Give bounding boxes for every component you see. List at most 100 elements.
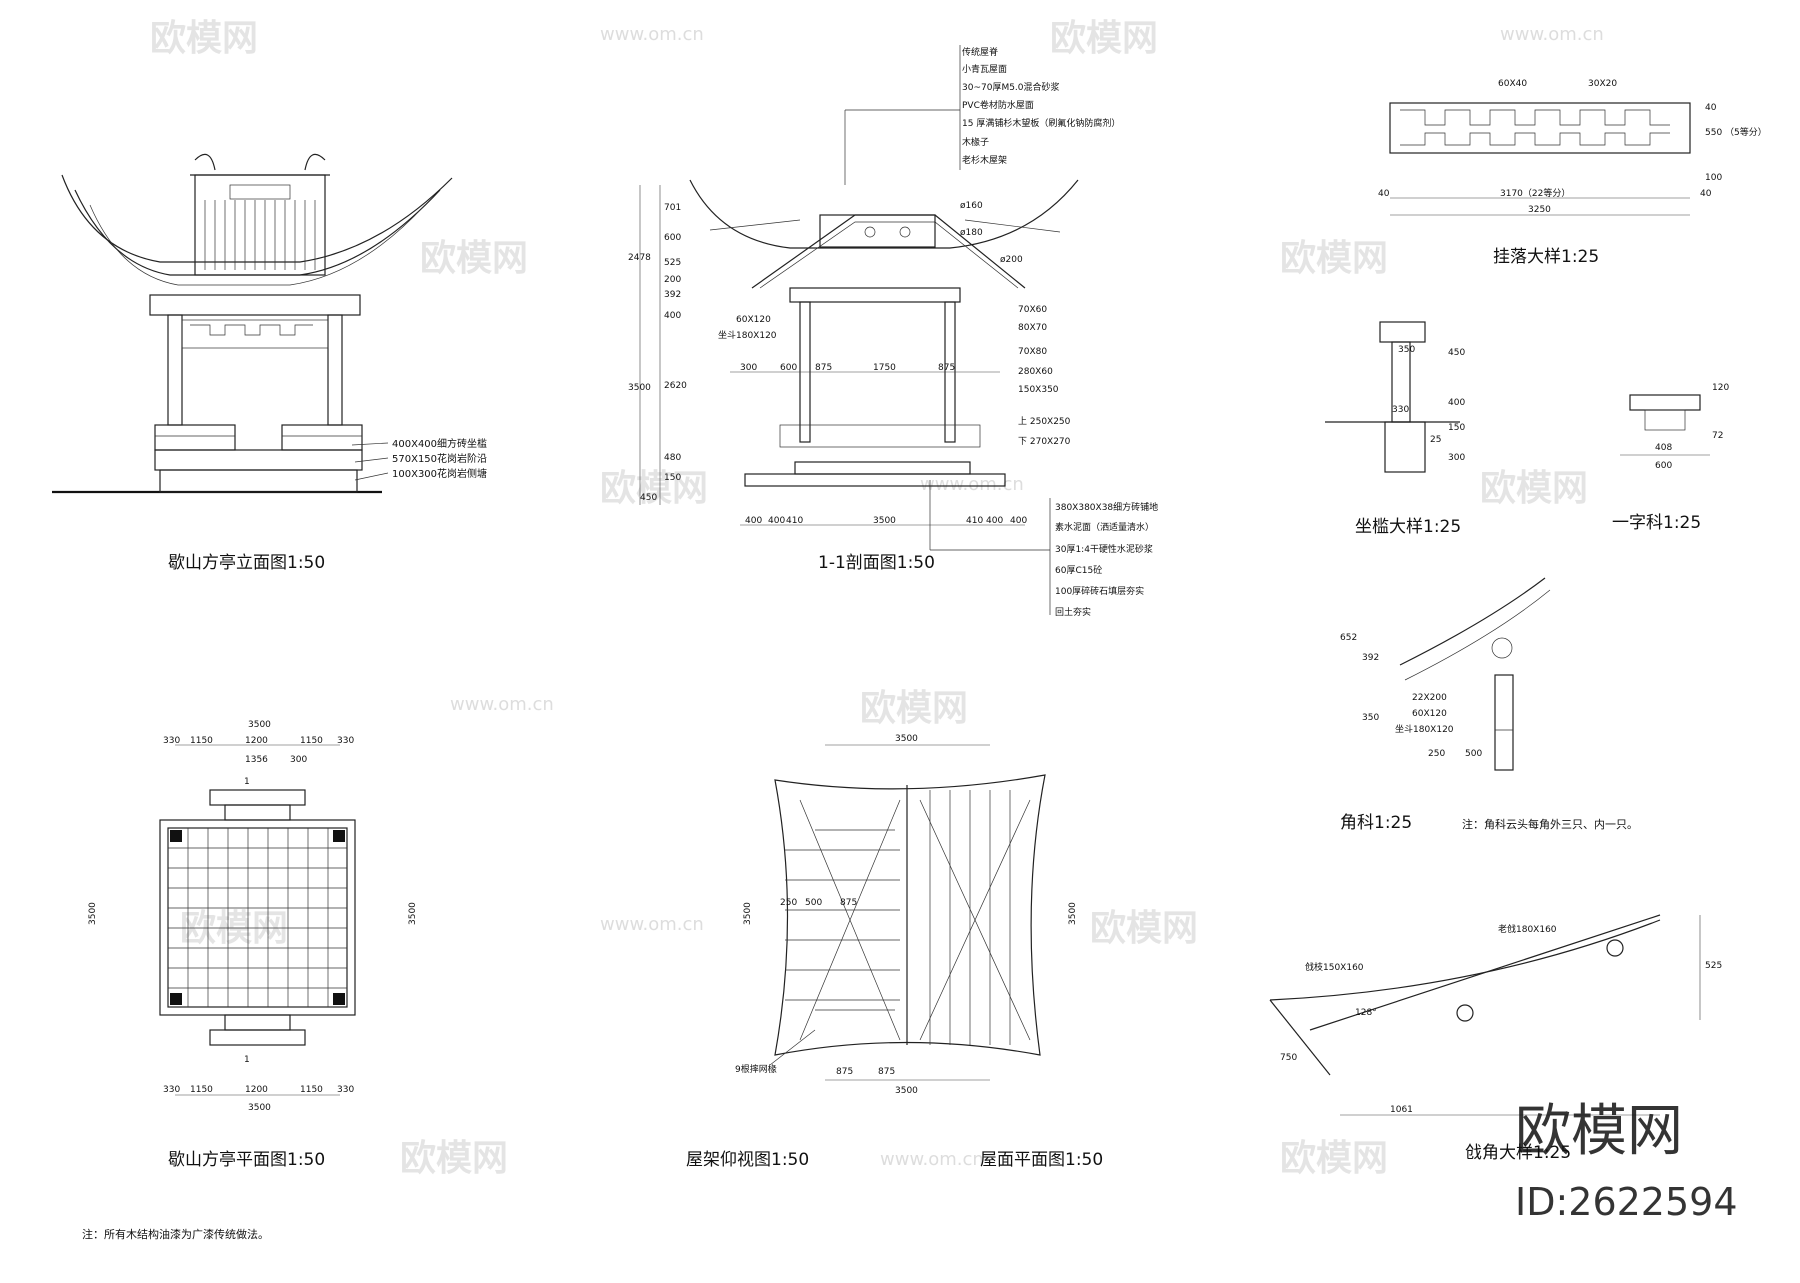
id-label: ID:2622594 bbox=[1515, 1180, 1738, 1224]
seat-dim: 300 bbox=[1448, 453, 1465, 463]
elevation-note: 570X150花岗岩阶沿 bbox=[392, 452, 487, 465]
frame-dim-total: 3500 bbox=[743, 902, 753, 925]
watermark-site: www.om.cn bbox=[880, 1149, 984, 1170]
title-roof-plan: 屋面平面图1:50 bbox=[980, 1150, 1103, 1170]
member-label: 上 250X250 bbox=[1018, 416, 1071, 427]
seat-dim: 150 bbox=[1448, 423, 1465, 433]
seat-dim: 450 bbox=[1448, 348, 1465, 358]
hanging-parts: （5等分） bbox=[1725, 126, 1767, 138]
hanging-dim: 100 bbox=[1705, 173, 1722, 183]
floor-layer-note: 30厚1:4干硬性水泥砂浆 bbox=[1055, 543, 1153, 555]
plan-dim: 300 bbox=[290, 755, 307, 765]
floor-layer-note: 60厚C15砼 bbox=[1055, 564, 1102, 576]
section-dim: 875 bbox=[815, 363, 832, 373]
plan-dim: 1150 bbox=[300, 736, 323, 746]
corner-dim: 350 bbox=[1362, 713, 1379, 723]
title-plan: 歇山方亭平面图1:50 bbox=[168, 1150, 325, 1170]
watermark-site: www.om.cn bbox=[600, 24, 704, 45]
frame-dim: 250 bbox=[780, 898, 797, 908]
watermark-brand: 欧模网 bbox=[400, 1138, 508, 1179]
footnote: 注：所有木结构油漆为广漆传统做法。 bbox=[82, 1227, 269, 1241]
section-dim: 400 bbox=[745, 516, 762, 526]
roof-layer-note: 传统屋脊 bbox=[962, 46, 998, 58]
section-dim: 1750 bbox=[873, 363, 896, 373]
section-dim: 300 bbox=[740, 363, 757, 373]
elevation-note: 400X400细方砖坐槛 bbox=[392, 437, 487, 450]
frame-dim-total: 3500 bbox=[895, 1086, 918, 1096]
plan-dim-total: 3500 bbox=[248, 720, 271, 730]
hanging-dim: 40 bbox=[1700, 189, 1712, 199]
section-dim: 400 bbox=[664, 311, 681, 321]
elevation-drawing: 400X400细方砖坐槛 570X150花岗岩阶沿 100X300花岗岩侧塘 bbox=[52, 153, 487, 494]
member-label: ø180 bbox=[960, 228, 983, 238]
watermark-layer: 欧模网 www.om.cn 欧模网 www.om.cn 欧模网 欧模网 www.… bbox=[150, 18, 1604, 1179]
corner-note: 注：角科云头每角外三只、内一只。 bbox=[1462, 817, 1638, 831]
eave-dim: 750 bbox=[1280, 1053, 1297, 1063]
section-dim: 701 bbox=[664, 203, 681, 213]
section-dim: 400 bbox=[1010, 516, 1027, 526]
member-label: 下 270X270 bbox=[1018, 437, 1071, 447]
section-dim: 600 bbox=[664, 233, 681, 243]
plan-dim: 330 bbox=[163, 1085, 180, 1095]
watermark-brand: 欧模网 bbox=[420, 238, 528, 279]
corner-member: 坐斗180X120 bbox=[1395, 724, 1454, 735]
plan-dim: 1200 bbox=[245, 736, 268, 746]
plan-dim: 1356 bbox=[245, 755, 268, 765]
eave-dim: 525 bbox=[1705, 961, 1722, 971]
hanging-dim: 3250 bbox=[1528, 205, 1551, 215]
eave-angle: 128° bbox=[1355, 1008, 1377, 1018]
member-label: ø160 bbox=[960, 201, 983, 211]
section-dim: 400 bbox=[768, 516, 785, 526]
corner-dim: 500 bbox=[1465, 749, 1482, 759]
seat-dim: 350 bbox=[1398, 345, 1415, 355]
eave-label: 戗枝150X160 bbox=[1305, 961, 1364, 973]
rafter-note: 9根摔网椽 bbox=[735, 1063, 777, 1075]
eave-corner-drawing: 戗枝150X160 老戗180X160 128° 750 1061 525 bbox=[1269, 914, 1722, 1116]
cut-marker: 1 bbox=[244, 777, 250, 787]
corner-dim: 652 bbox=[1340, 633, 1357, 643]
plan-dim-total: 3500 bbox=[408, 902, 418, 925]
eave-label: 老戗180X160 bbox=[1498, 923, 1557, 935]
watermark-site: www.om.cn bbox=[1500, 24, 1604, 45]
watermark-site: www.om.cn bbox=[450, 694, 554, 715]
watermark-brand: 欧模网 bbox=[150, 18, 258, 59]
title-corner: 角科1:25 bbox=[1340, 813, 1412, 833]
section-dim: 200 bbox=[664, 275, 681, 285]
section-dim: 2620 bbox=[664, 381, 687, 391]
member-label: 70X60 bbox=[1018, 305, 1047, 315]
member-label: 60X120 bbox=[736, 315, 771, 325]
yizi-dim: 120 bbox=[1712, 383, 1729, 393]
plan-dim: 330 bbox=[337, 1085, 354, 1095]
watermark-brand: 欧模网 bbox=[1090, 908, 1198, 949]
section-dim: 3500 bbox=[628, 383, 651, 393]
roof-layer-note: 老杉木屋架 bbox=[962, 154, 1007, 166]
plan-dim: 1150 bbox=[190, 1085, 213, 1095]
title-frame-up-view: 屋架仰视图1:50 bbox=[686, 1150, 809, 1170]
title-seat: 坐槛大样1:25 bbox=[1355, 517, 1461, 537]
section-drawing: 701 600 525 200 392 400 2620 3500 2478 4… bbox=[628, 45, 1158, 618]
section-dim: 525 bbox=[664, 258, 681, 268]
roof-plan-drawing: 3500 3500 875 875 250 500 875 3500 3500 … bbox=[735, 734, 1078, 1096]
floor-layer-note: 回土夯实 bbox=[1055, 606, 1091, 618]
title-section: 1-1剖面图1:50 bbox=[818, 553, 935, 573]
hanging-member: 60X40 bbox=[1498, 79, 1527, 89]
title-eave: 戗角大样1:25 bbox=[1465, 1143, 1571, 1163]
floor-layer-note: 380X380X38细方砖铺地 bbox=[1055, 501, 1158, 513]
member-label: 150X350 bbox=[1018, 385, 1059, 395]
section-dim: 392 bbox=[664, 290, 681, 300]
frame-dim: 875 bbox=[840, 898, 857, 908]
corner-drawing: 652 392 350 250 500 22X200 60X120 坐斗180X… bbox=[1340, 577, 1638, 831]
section-dim: 410 bbox=[786, 516, 803, 526]
seat-dim: 400 bbox=[1448, 398, 1465, 408]
section-dim: 3500 bbox=[873, 516, 896, 526]
plan-dim: 1150 bbox=[300, 1085, 323, 1095]
plan-dim: 330 bbox=[163, 736, 180, 746]
section-dim: 600 bbox=[780, 363, 797, 373]
hanging-dim: 3170（22等分） bbox=[1500, 187, 1570, 199]
plan-dim-total: 3500 bbox=[248, 1103, 271, 1113]
cut-marker: 1 bbox=[244, 1055, 250, 1065]
watermark-brand: 欧模网 bbox=[180, 908, 288, 949]
section-dim: 450 bbox=[640, 493, 657, 503]
watermark-brand: 欧模网 bbox=[1480, 468, 1588, 509]
yizi-dim: 600 bbox=[1655, 461, 1672, 471]
